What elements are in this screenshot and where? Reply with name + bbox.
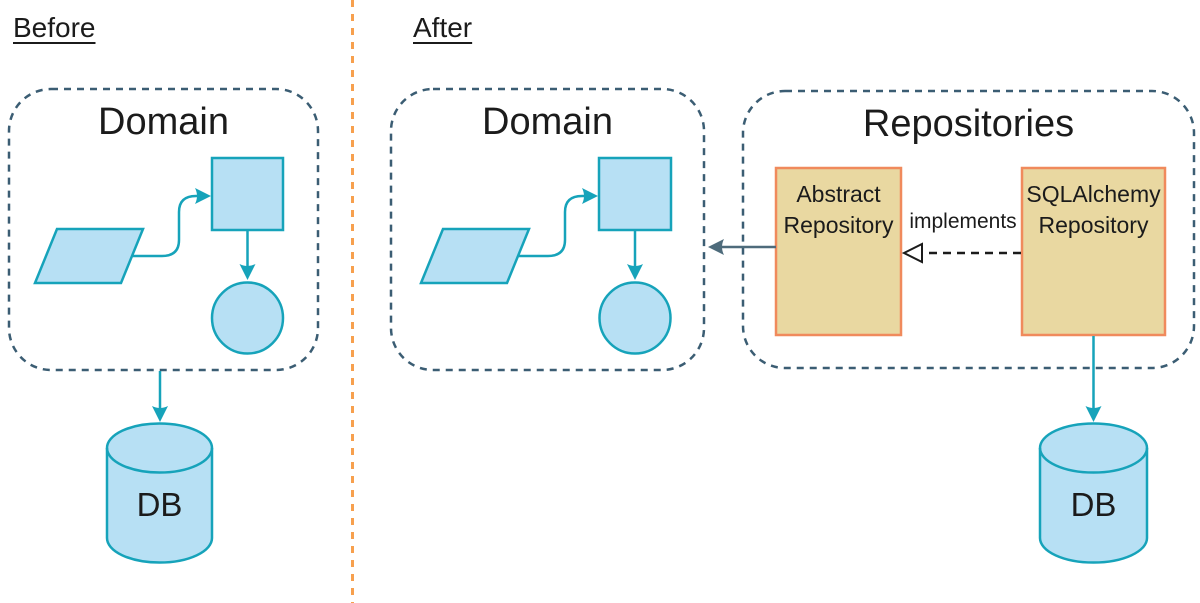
arrowhead-into-db-after: [1085, 406, 1102, 422]
domain-title-before: Domain: [98, 101, 229, 143]
after-section-label: After: [413, 12, 473, 43]
circle-shape-after: [598, 281, 672, 355]
abstract-repository-box: [774, 166, 903, 337]
abstract-repository-label: Abstract Repository: [783, 181, 894, 238]
db-label-before: DB: [136, 486, 183, 523]
circle-shape-before: [210, 281, 285, 355]
repositories-container: [741, 89, 1196, 370]
domain-container-before: [7, 87, 320, 372]
parallelogram-to-square-connector-before: [132, 194, 198, 258]
db-label-after: DB: [1070, 486, 1117, 523]
arrowhead-into-domain: [708, 239, 724, 255]
parallelogram-to-square-connector-after: [518, 194, 584, 258]
before-section-label: Before: [13, 12, 96, 43]
arrowhead-into-db-before: [152, 406, 168, 422]
domain-title-after: Domain: [482, 101, 613, 143]
repositories-title: Repositories: [862, 103, 1075, 145]
arrowhead-into-circle-before: [239, 264, 256, 280]
square-shape-before: [210, 156, 285, 232]
domain-container-after: [389, 87, 706, 372]
arrowhead-into-square-before: [195, 188, 211, 204]
parallelogram-shape-after: [419, 227, 531, 285]
arrowhead-into-square-after: [582, 188, 598, 204]
parallelogram-shape-before: [33, 227, 145, 285]
square-shape-after: [597, 156, 673, 232]
db-cylinder-top-rim-before: [105, 447, 214, 474]
implements-open-arrowhead: [901, 242, 923, 264]
sqlalchemy-repository-label: SQLAlchemy Repository: [1026, 181, 1161, 238]
arrowhead-into-circle-after: [627, 264, 643, 280]
db-cylinder-after: [1038, 422, 1149, 564]
sqlalchemy-repository-box: [1020, 166, 1167, 337]
db-cylinder-before: [105, 422, 214, 564]
db-cylinder-top-rim-after: [1038, 447, 1149, 474]
implements-label: implements: [909, 210, 1017, 233]
